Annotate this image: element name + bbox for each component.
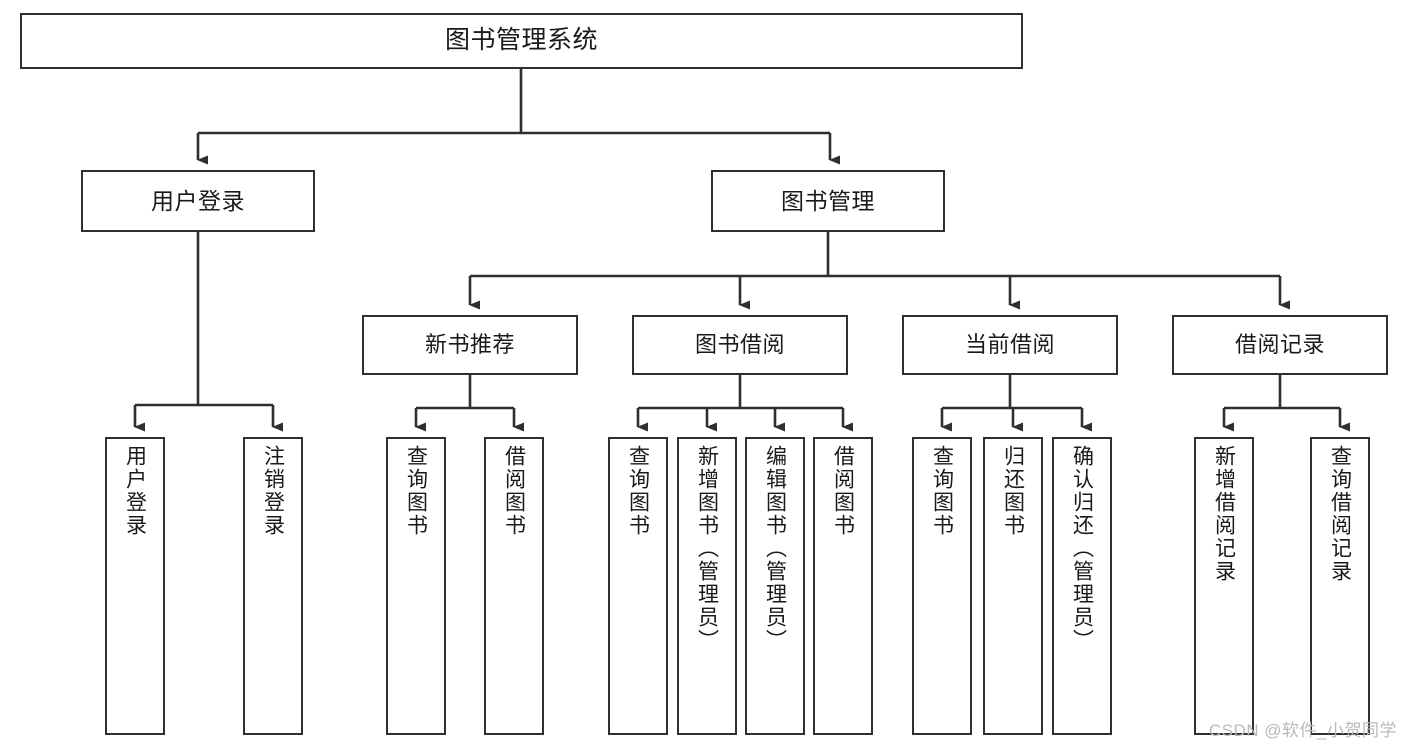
node-leaf-query-book-2[interactable]: 查询图书: [608, 437, 668, 735]
node-leaf-edit-book-label: 编辑图书（管理员）: [763, 445, 787, 652]
node-leaf-confirm-return[interactable]: 确认归还（管理员）: [1052, 437, 1112, 735]
node-leaf-query-record-label: 查询借阅记录: [1328, 445, 1352, 583]
node-leaf-query-record[interactable]: 查询借阅记录: [1310, 437, 1370, 735]
node-root-label: 图书管理系统: [444, 26, 598, 55]
node-borrow-record-label: 借阅记录: [1234, 332, 1325, 358]
node-new-book-rec-label: 新书推荐: [424, 332, 515, 358]
node-user-login-label: 用户登录: [151, 187, 245, 214]
node-leaf-borrow-book-2[interactable]: 借阅图书: [813, 437, 873, 735]
node-leaf-add-book-label: 新增图书（管理员）: [695, 445, 719, 652]
node-book-borrow[interactable]: 图书借阅: [632, 315, 848, 375]
node-leaf-query-book-1[interactable]: 查询图书: [386, 437, 446, 735]
node-leaf-add-book[interactable]: 新增图书（管理员）: [677, 437, 737, 735]
node-book-borrow-label: 图书借阅: [694, 332, 785, 358]
node-leaf-query-book-3-label: 查询图书: [930, 445, 954, 537]
node-leaf-query-book-1-label: 查询图书: [404, 445, 428, 537]
node-book-manage[interactable]: 图书管理: [711, 170, 945, 232]
node-leaf-add-record[interactable]: 新增借阅记录: [1194, 437, 1254, 735]
node-leaf-query-book-3[interactable]: 查询图书: [912, 437, 972, 735]
node-leaf-edit-book[interactable]: 编辑图书（管理员）: [745, 437, 805, 735]
node-leaf-query-book-2-label: 查询图书: [626, 445, 650, 537]
node-user-login[interactable]: 用户登录: [81, 170, 315, 232]
node-leaf-user-login-label: 用户登录: [123, 445, 147, 537]
node-current-borrow-label: 当前借阅: [964, 332, 1055, 358]
node-current-borrow[interactable]: 当前借阅: [902, 315, 1118, 375]
node-leaf-user-login[interactable]: 用户登录: [105, 437, 165, 735]
node-leaf-confirm-return-label: 确认归还（管理员）: [1070, 445, 1094, 652]
node-borrow-record[interactable]: 借阅记录: [1172, 315, 1388, 375]
node-leaf-logout[interactable]: 注销登录: [243, 437, 303, 735]
node-leaf-return-book-label: 归还图书: [1001, 445, 1025, 537]
node-book-manage-label: 图书管理: [781, 187, 875, 214]
node-new-book-rec[interactable]: 新书推荐: [362, 315, 578, 375]
node-leaf-borrow-book-1-label: 借阅图书: [502, 445, 526, 537]
node-leaf-borrow-book-1[interactable]: 借阅图书: [484, 437, 544, 735]
node-leaf-logout-label: 注销登录: [261, 445, 285, 537]
node-leaf-add-record-label: 新增借阅记录: [1212, 445, 1236, 583]
node-leaf-return-book[interactable]: 归还图书: [983, 437, 1043, 735]
node-leaf-borrow-book-2-label: 借阅图书: [831, 445, 855, 537]
node-root[interactable]: 图书管理系统: [20, 13, 1023, 69]
